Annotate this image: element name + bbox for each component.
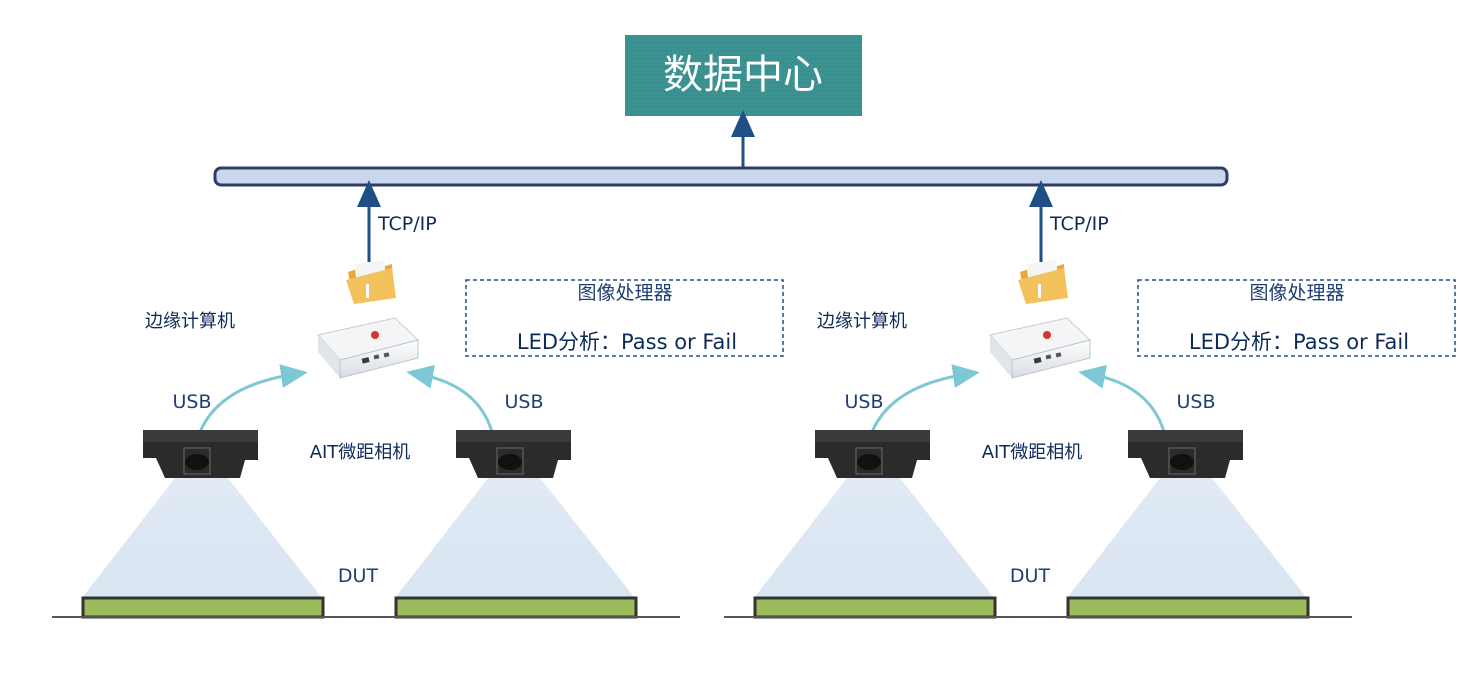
data-center-label: 数据中心	[663, 52, 823, 98]
dut-left	[753, 596, 997, 619]
usb-arc-right	[1078, 364, 1166, 433]
network-bus	[213, 166, 1229, 187]
processor-detail: LED分析：Pass or Fail	[517, 330, 737, 354]
camera-beam-left	[754, 478, 994, 598]
edge-computer-icon	[317, 317, 419, 379]
edge-computer-label: 边缘计算机	[145, 311, 235, 332]
usb-arc-left	[198, 364, 308, 433]
usb-label-right: USB	[1176, 391, 1215, 413]
edge-computer-label: 边缘计算机	[817, 311, 907, 332]
camera-label: AIT微距相机	[982, 442, 1083, 463]
station-group-2: TCP/IP 边缘计算机 图像处理器 LED分析：Pass or Fail US…	[724, 180, 1456, 619]
dut-label: DUT	[338, 565, 379, 587]
dut-left	[81, 596, 325, 619]
data-center: 数据中心	[625, 35, 862, 116]
usb-label-left: USB	[844, 391, 883, 413]
data-center-box	[625, 35, 862, 116]
dut-right	[1066, 596, 1310, 619]
processor-detail: LED分析：Pass or Fail	[1189, 330, 1409, 354]
protocol-label: TCP/IP	[377, 213, 437, 235]
folder-icon	[1018, 260, 1068, 304]
usb-label-right: USB	[504, 391, 543, 413]
processor-title: 图像处理器	[1249, 282, 1344, 304]
camera-beam-left	[82, 478, 322, 598]
camera-icon-left	[143, 430, 258, 478]
camera-label: AIT微距相机	[310, 442, 411, 463]
usb-label-left: USB	[172, 391, 211, 413]
camera-beam-right	[395, 478, 635, 598]
camera-beam-right	[1067, 478, 1307, 598]
usb-arc-right	[406, 364, 494, 433]
dut-label: DUT	[1010, 565, 1051, 587]
camera-icon-right	[1128, 430, 1243, 478]
edge-computer-icon	[989, 317, 1091, 379]
camera-icon-right	[456, 430, 571, 478]
dut-right	[394, 596, 638, 619]
protocol-label: TCP/IP	[1049, 213, 1109, 235]
station-group-1: TCP/IP 边缘计算机 图像处理器 LED分析：Pass or Fail US…	[52, 180, 784, 619]
processor-title: 图像处理器	[577, 282, 672, 304]
camera-icon-left	[815, 430, 930, 478]
usb-arc-left	[870, 364, 980, 433]
folder-icon	[346, 260, 396, 304]
